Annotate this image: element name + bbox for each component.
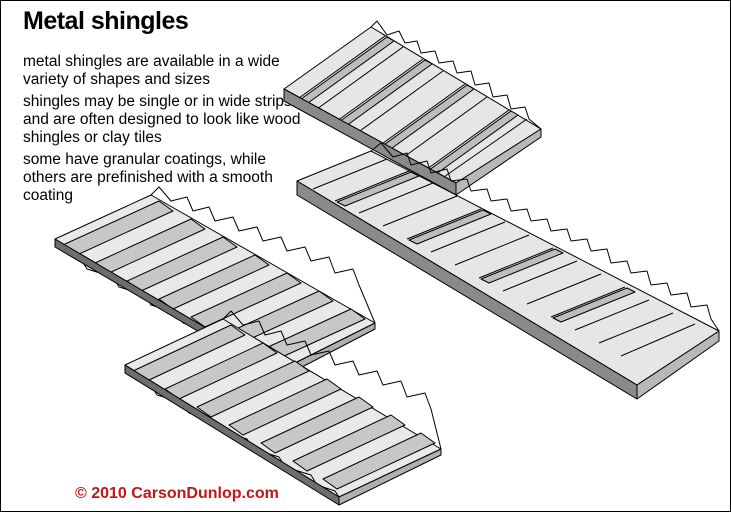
tile-panel-lower	[124, 310, 442, 506]
bullet-coatings: some have granular coatings, while other…	[23, 151, 273, 204]
diagram-title: Metal shingles	[23, 7, 189, 35]
copyright-notice: © 2010 CarsonDunlop.com	[75, 485, 279, 502]
bullet-single-or-strips: shingles may be single or in wide strips…	[23, 93, 301, 146]
strip-panel-upper	[283, 20, 542, 196]
bullet-shapes-sizes: metal shingles are available in a wide v…	[23, 53, 280, 88]
strip-panel-lower	[296, 142, 720, 400]
